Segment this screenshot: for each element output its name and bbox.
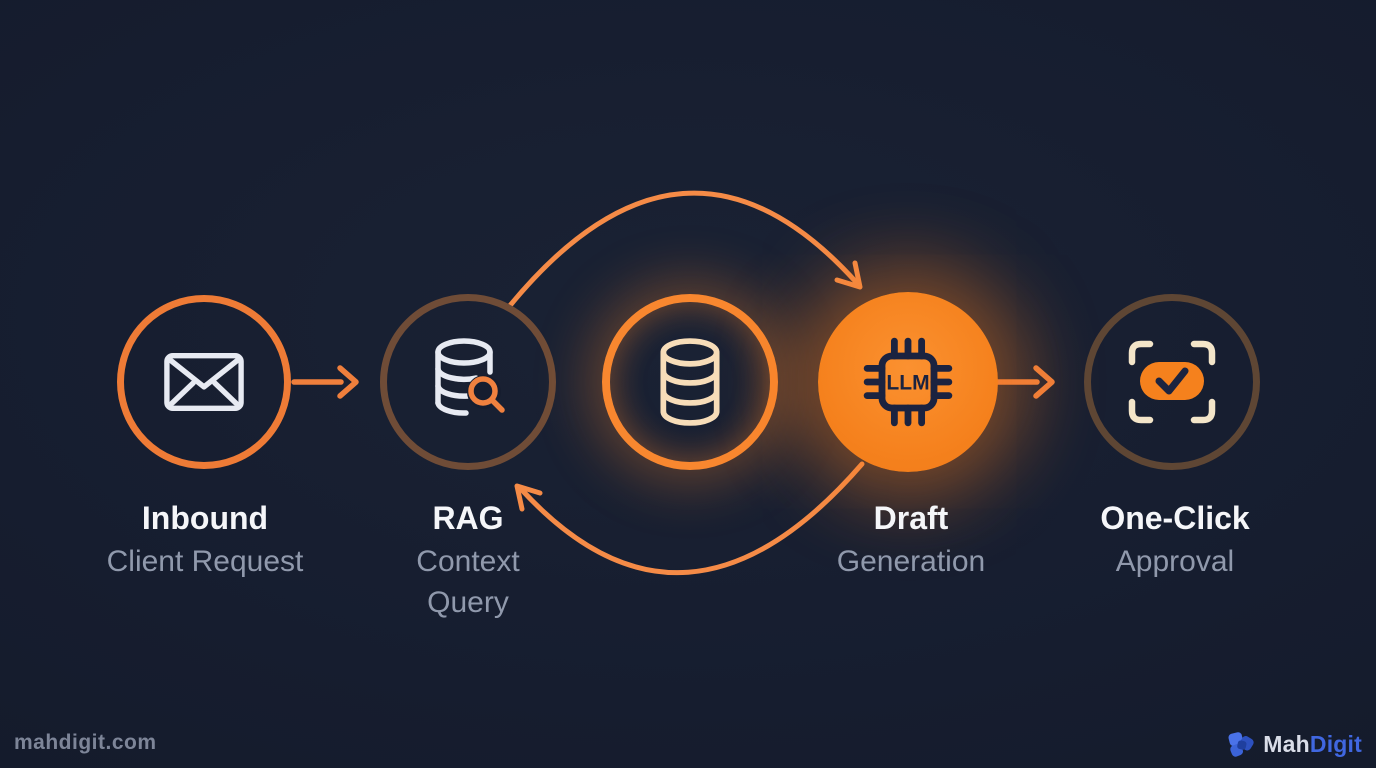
step-subtitle: Client Request xyxy=(106,545,304,578)
step-circle-inbound xyxy=(117,295,291,469)
llm-chip-label: LLM xyxy=(886,371,929,394)
step-label-draft: Draft Generation xyxy=(771,499,1051,582)
step-subtitle: Approval xyxy=(1115,545,1235,578)
step-circle-vector-db xyxy=(602,294,778,470)
mahdigit-logo-icon xyxy=(1228,732,1254,757)
brand-name-suffix: Digit xyxy=(1309,731,1362,757)
envelope-icon xyxy=(164,352,244,412)
arrow-draft-to-approval xyxy=(995,365,1055,399)
database-search-icon xyxy=(435,338,505,416)
arrow-inbound-to-rag xyxy=(291,365,359,399)
step-circle-rag xyxy=(380,294,556,470)
brand-name: MahDigit xyxy=(1263,731,1362,758)
brand-name-prefix: Mah xyxy=(1263,731,1310,757)
step-title: One-Click xyxy=(1100,500,1250,536)
database-icon xyxy=(660,338,720,426)
step-subtitle: Context Query xyxy=(416,545,520,619)
watermark-url: mahdigit.com xyxy=(14,731,157,754)
step-label-rag: RAG Context Query xyxy=(383,499,553,623)
step-subtitle: Generation xyxy=(836,545,986,578)
step-label-approval: One-Click Approval xyxy=(1035,499,1315,582)
llm-chip-icon: LLM xyxy=(863,337,953,427)
step-title: Inbound xyxy=(141,500,269,536)
step-circle-approval xyxy=(1084,294,1260,470)
brand-logo: MahDigit xyxy=(1225,729,1362,760)
arc-draft-to-rag xyxy=(514,461,865,576)
arc-rag-to-draft xyxy=(505,190,863,311)
step-title: RAG xyxy=(432,500,504,536)
step-title: Draft xyxy=(873,500,949,536)
approval-check-icon xyxy=(1128,340,1216,424)
step-circle-draft: LLM xyxy=(818,292,998,472)
step-label-inbound: Inbound Client Request xyxy=(65,499,345,582)
